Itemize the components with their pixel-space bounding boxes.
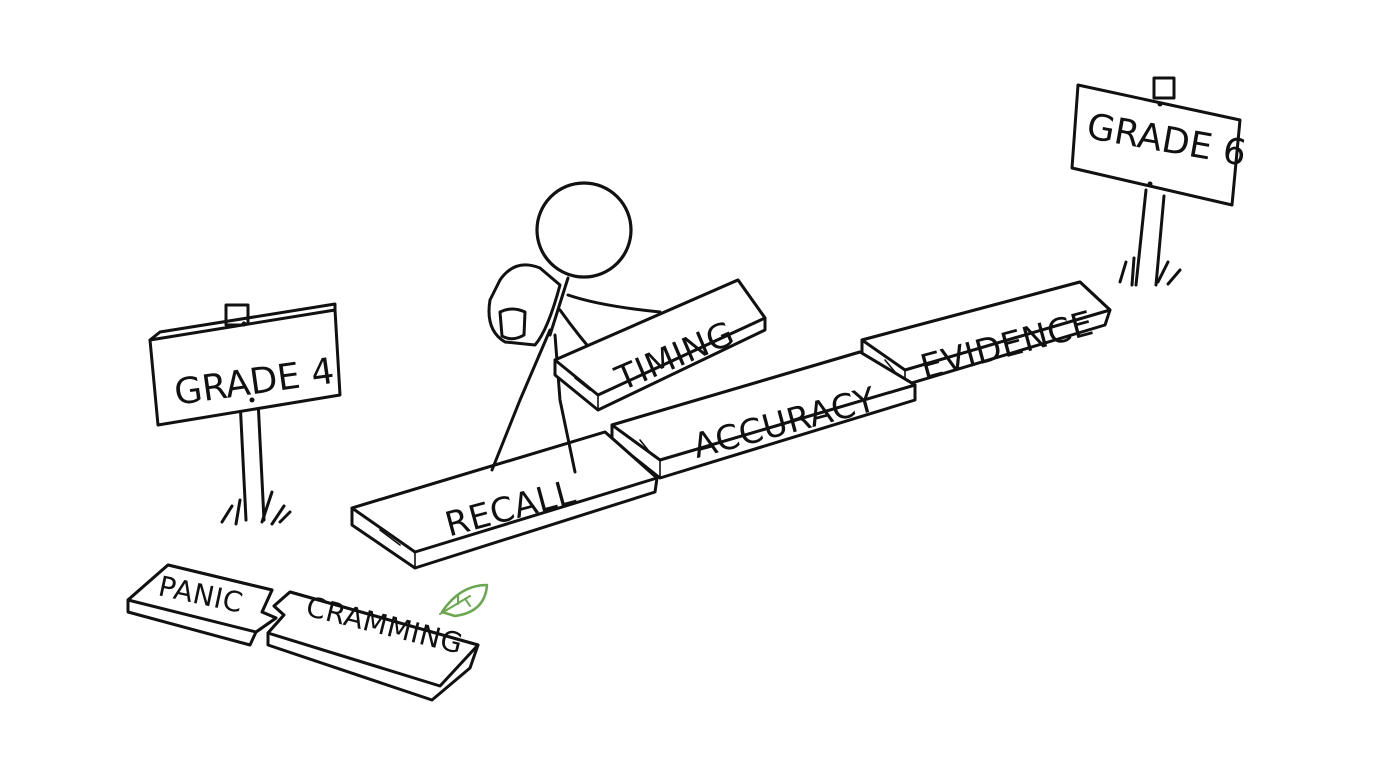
broken-plank-left: PANIC [126,563,278,647]
sign-post [238,398,266,522]
sign-grade-6: GRADE 6 [1070,76,1249,287]
figure-head [535,181,633,279]
sign-board-grade-4 [148,308,342,427]
backpack-pocket [498,307,527,341]
sign-board-grade-6 [1070,83,1242,207]
figure-torso [548,276,570,337]
grass-tuft-right [1118,256,1182,287]
sign-post [1134,188,1166,287]
sign-grade-4: GRADE 4 [148,302,342,526]
broken-plank-right: CRAMMING [266,590,480,702]
grass-tuft-left [220,490,292,526]
figure-arm [566,293,662,314]
sign-post-cap [1152,76,1176,100]
plank-recall: RECALL [350,430,659,570]
figure-leg-back [490,328,552,472]
figure-leg-front [553,333,577,474]
leaf-icon [439,583,489,618]
plank-evidence: EVIDENCE [860,280,1112,388]
stick-figure-student [487,181,662,474]
